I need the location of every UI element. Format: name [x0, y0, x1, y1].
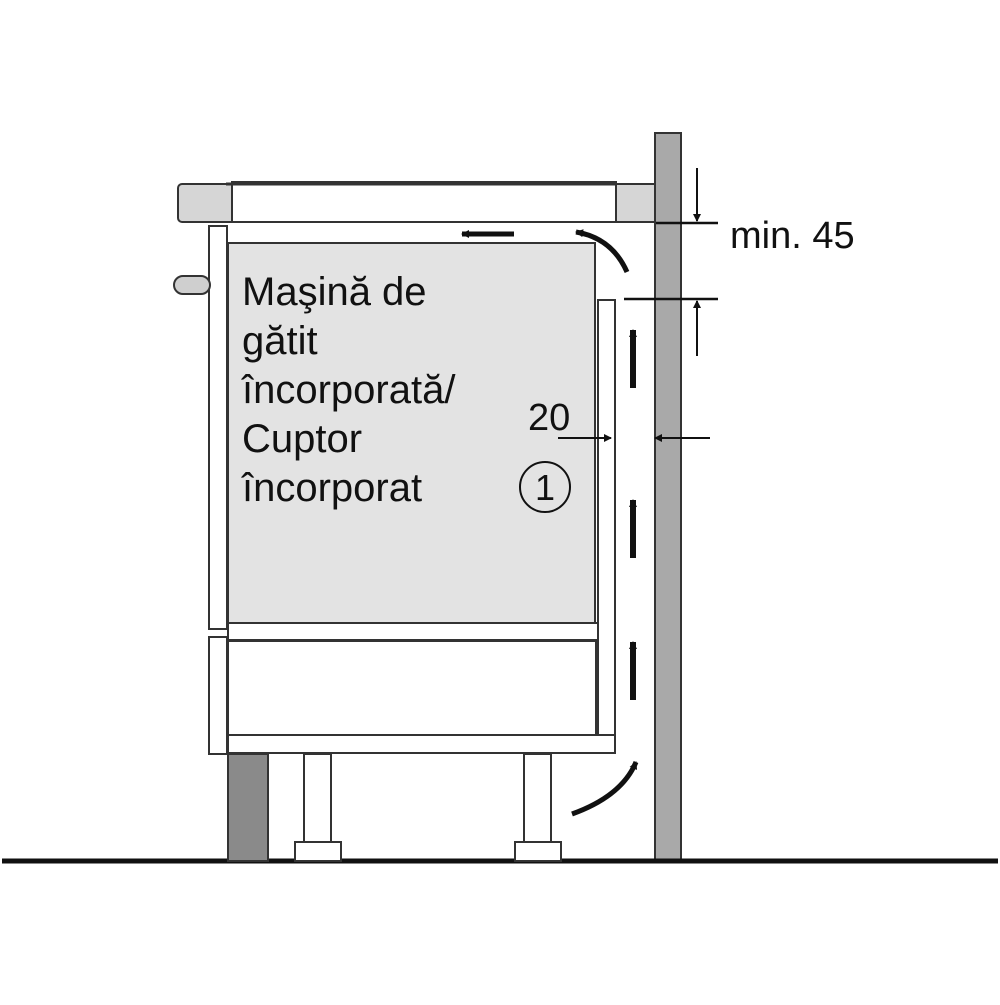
drawer — [227, 640, 597, 736]
countertop-left — [177, 183, 239, 223]
cabinet-back-panel — [597, 299, 616, 736]
callout-number: 1 — [535, 467, 555, 508]
airflow-arrow-curve-top — [575, 229, 630, 274]
leg-right — [523, 753, 552, 843]
appliance-label-line-1: Maşină de — [242, 270, 427, 314]
oven-knob — [173, 275, 211, 295]
cabinet-front-top — [208, 225, 228, 630]
appliance-label-line-4: Cuptor — [242, 417, 362, 461]
cabinet-bottom-board — [227, 734, 616, 754]
appliance-body — [227, 242, 596, 624]
leg-left-foot — [294, 841, 342, 862]
wall — [654, 132, 682, 862]
dim-label-side-gap: 20 — [528, 397, 570, 439]
airflow-arrow-curve-bottom — [571, 760, 639, 817]
leg-right-foot — [514, 841, 562, 862]
dim-label-top-gap: min. 45 — [730, 215, 855, 257]
appliance-label-line-5: încorporat — [241, 466, 422, 510]
plinth — [227, 753, 269, 862]
cabinet-front-bottom — [208, 636, 228, 755]
callout-circle — [519, 461, 571, 513]
appliance-label-line-3: încorporată/ — [241, 368, 456, 412]
oven-shelf — [227, 622, 601, 641]
appliance-label-line-2: gătit — [242, 319, 318, 363]
leg-left — [303, 753, 332, 843]
hob-panel — [231, 181, 617, 223]
